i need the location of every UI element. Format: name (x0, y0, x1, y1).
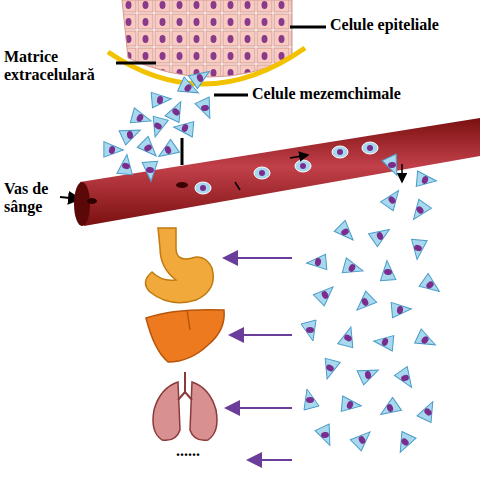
mesenchymal-cell (381, 154, 399, 177)
mesenchymal-cell (389, 302, 412, 320)
leader-line (214, 94, 248, 97)
mesenchymal-cell (306, 251, 329, 269)
liver (146, 310, 224, 362)
leader-line (116, 62, 156, 65)
mesenchymal-cell (127, 108, 153, 131)
mesenchymal-cell (155, 138, 180, 159)
mesenchymal-cell (412, 329, 438, 354)
mesenchymal-cell (139, 159, 157, 182)
mesenchymal-cell (173, 116, 198, 137)
liver-ligament (187, 310, 190, 330)
mesenchymal-cell (194, 97, 212, 120)
mesenchymal-cell (317, 355, 340, 381)
mesenchymal-cell (339, 258, 365, 281)
mesenchymal-cell (373, 330, 398, 351)
mesenchymal-cell (117, 154, 138, 179)
circulating-cell (254, 167, 270, 179)
blood-vessel (80, 118, 480, 226)
mesenchymal-cells (100, 69, 213, 182)
part-label: Matrice extracelulară (4, 48, 116, 84)
mesenchymal-cell (338, 325, 361, 351)
mesenchymal-cell (417, 400, 442, 426)
circulating-cell (295, 160, 311, 172)
mesenchymal-cell (380, 188, 406, 213)
mesenchymal-cell (301, 320, 316, 341)
mesenchymal-cell (406, 197, 432, 222)
mesenchymal-cell (338, 396, 363, 417)
mesenchymal-cell (357, 367, 380, 385)
mesenchymal-cell (332, 220, 355, 246)
flow-arrow (290, 155, 308, 158)
mesenchymal-cell (314, 424, 332, 447)
mesenchymal-cell (313, 284, 339, 307)
mesenchymal-cell (413, 171, 438, 192)
mesenchymal-cell (135, 136, 158, 162)
red-blood-cell (176, 182, 188, 188)
right-lung (190, 382, 217, 440)
stomach (145, 228, 213, 303)
mesenchymal-cell (380, 260, 398, 283)
mesenchymal-cell (369, 227, 394, 248)
mesenchymal-cell (393, 367, 414, 392)
migration-arrow (230, 334, 292, 336)
part-label: Vas de sânge (4, 180, 64, 216)
mesenchymal-cell (417, 273, 442, 299)
mesenchymal-cell (351, 289, 377, 312)
flow-mark (235, 182, 240, 190)
mesenchymal-cell (149, 92, 172, 110)
mesenchymal-cell (100, 142, 124, 162)
mesenchymal-cell (377, 396, 402, 417)
ellipsis-label: ...... (176, 442, 236, 460)
migration-arrow (224, 257, 292, 259)
part-label: Celule mezemchimale (252, 85, 472, 103)
mesenchymal-cell (119, 127, 142, 145)
leader-line (181, 138, 184, 165)
trachea (178, 372, 192, 400)
migration-arrow (226, 407, 292, 409)
mesenchymal-cell (165, 100, 190, 126)
vessel-opening (74, 182, 90, 226)
mesenchymal-cell (350, 429, 376, 452)
extracellular-matrix (108, 48, 305, 84)
mesenchymal-cell (304, 389, 319, 410)
circulating-cells (195, 142, 378, 194)
leader-line (290, 26, 326, 29)
vessel-lumen (87, 198, 97, 204)
dispersed-cells (301, 154, 442, 454)
epithelial-tissue (122, 0, 292, 77)
mesenchymal-cell (175, 77, 201, 102)
migration-arrow (248, 459, 292, 461)
mesenchymal-cell (145, 113, 168, 139)
circulating-cell (332, 146, 348, 158)
left-lung (153, 382, 180, 440)
circulating-cell (195, 182, 211, 194)
mesenchymal-cell (406, 236, 427, 261)
flow-arrow (401, 164, 403, 182)
circulating-cell (362, 142, 378, 154)
mesenchymal-cell (391, 429, 416, 455)
part-label: Celule epiteliale (330, 16, 490, 34)
